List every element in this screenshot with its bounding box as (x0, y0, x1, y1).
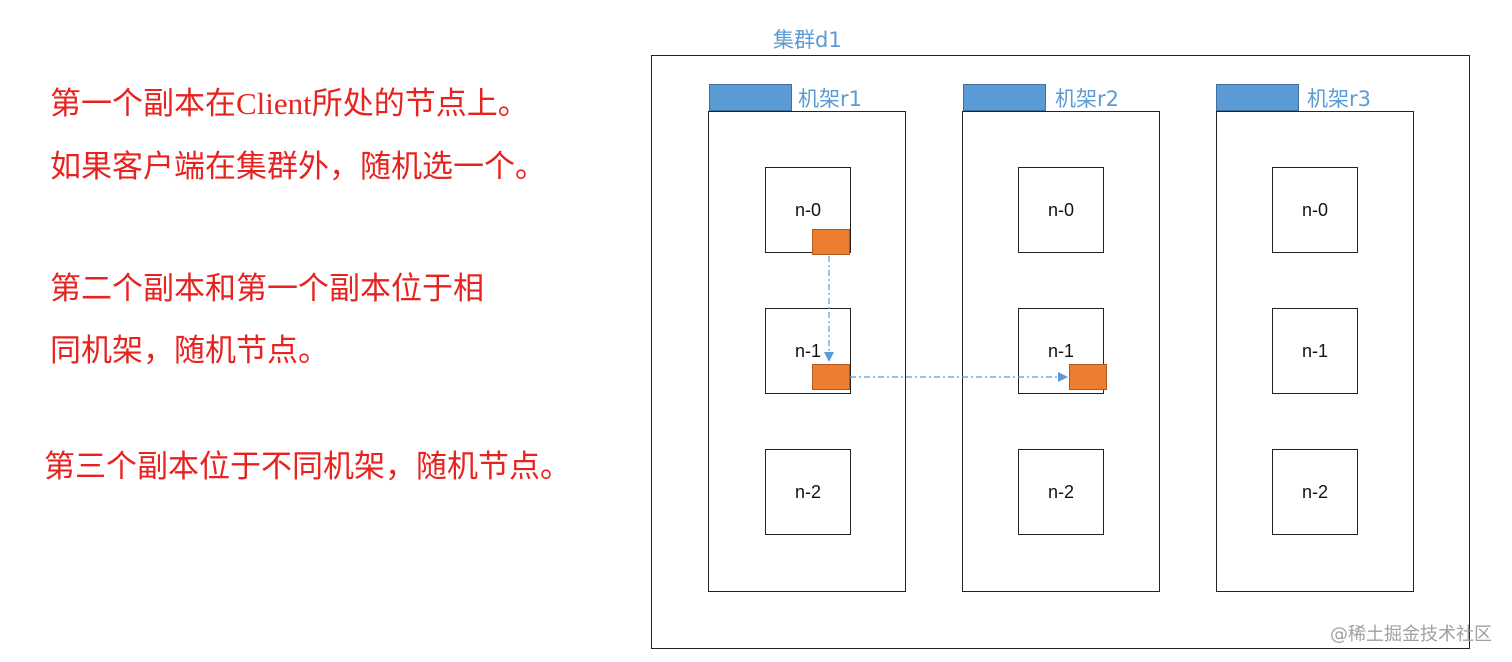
rack-r1-label: 机架r1 (798, 87, 862, 111)
rack-r3-label: 机架r3 (1307, 87, 1371, 111)
replica-3-block (1069, 364, 1107, 390)
rack-r2-box (962, 111, 1160, 592)
rule-second-replica-line2: 同机架，随机节点。 (50, 333, 329, 369)
rack-r2-label: 机架r2 (1055, 87, 1119, 111)
replica-2-block (812, 364, 850, 390)
rule-first-replica-post: 所处的节点上。 (311, 86, 529, 122)
rule-first-replica-client: Client (236, 86, 312, 121)
rack-r1-tab (709, 84, 792, 111)
rack-r3-node-n2: n-2 (1272, 449, 1358, 535)
rack-r1-node-n2: n-2 (765, 449, 851, 535)
rack-r1-box (708, 111, 906, 592)
rule-third-replica: 第三个副本位于不同机架，随机节点。 (44, 449, 571, 485)
rack-r3-node-n1: n-1 (1272, 308, 1358, 394)
replica-1-block (812, 229, 850, 255)
rule-first-replica-pre: 第一个副本在 (50, 86, 236, 122)
rack-r2-node-n0: n-0 (1018, 167, 1104, 253)
cluster-box (651, 55, 1470, 649)
watermark: @稀土掘金技术社区 (1330, 624, 1492, 645)
cluster-label: 集群d1 (773, 28, 842, 52)
rack-r2-tab (963, 84, 1046, 111)
rule-first-replica-line1: 第一个副本在Client所处的节点上。 (50, 88, 529, 120)
rack-r3-box (1216, 111, 1414, 592)
rack-r3-node-n0: n-0 (1272, 167, 1358, 253)
rule-second-replica-line1: 第二个副本和第一个副本位于相 (50, 271, 484, 307)
rule-first-replica-line2: 如果客户端在集群外，随机选一个。 (50, 149, 546, 185)
rack-r2-node-n2: n-2 (1018, 449, 1104, 535)
rack-r3-tab (1216, 84, 1299, 111)
